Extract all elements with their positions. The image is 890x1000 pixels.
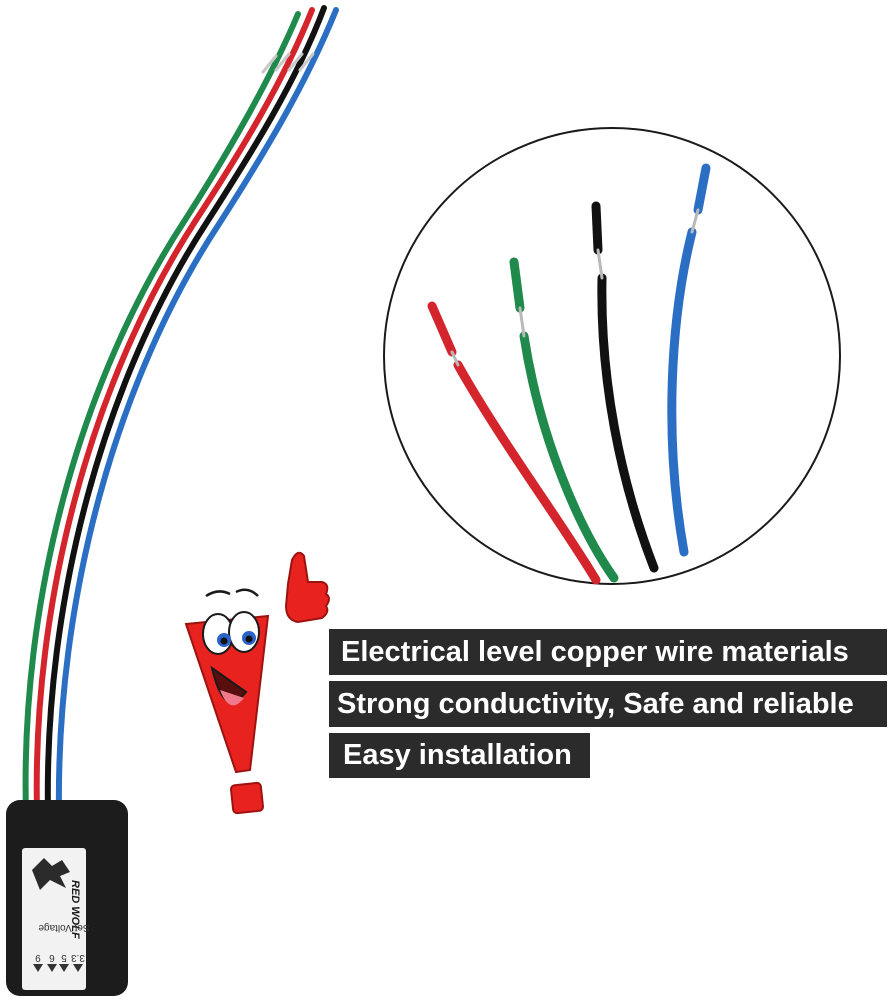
voltage-option: 6: [49, 952, 55, 963]
wire-green: [22, 11, 301, 815]
feature-banner-conductivity: Strong conductivity, Safe and reliable: [329, 681, 887, 727]
wire-black: [44, 5, 327, 815]
voltage-arrows: [33, 964, 83, 972]
zoom-wire-black-tip: [591, 201, 603, 255]
zoom-wire-green: [519, 331, 619, 583]
exclamation-mascot: [184, 551, 330, 815]
wire-tips: [261, 52, 315, 74]
mascot-dot: [230, 781, 264, 815]
zoom-circle: [383, 127, 841, 585]
zoom-wire-blue: [667, 227, 697, 557]
brand-label: RED WOLF: [69, 880, 81, 939]
feature-banner-materials: Electrical level copper wire materials: [329, 629, 887, 675]
zoom-circle-outline: [383, 127, 841, 585]
thumbs-up-icon: [284, 551, 330, 624]
wire-red: [33, 7, 315, 815]
zoom-wire-blue-tip: [693, 163, 711, 215]
wolf-logo-icon: [32, 858, 70, 890]
feature-banner-installation: Easy installation: [329, 733, 590, 778]
zoom-wire-red: [453, 360, 601, 585]
zoom-wire-black: [597, 273, 659, 573]
wire-blue: [55, 7, 339, 815]
voltage-option: 3.3: [71, 952, 85, 963]
mascot-eyebrows: [205, 588, 259, 598]
voltage-module: [6, 800, 128, 996]
voltage-option: 9: [35, 952, 41, 963]
copper-strands: [450, 208, 700, 367]
wire-harness: [22, 5, 339, 815]
zoom-wire-green-tip: [509, 257, 525, 313]
module-heading: Set Voltage: [38, 922, 90, 933]
mascot-eye-right: [228, 611, 260, 653]
voltage-option-list: 9 6 5 3.3: [35, 952, 85, 963]
zoom-wire-red-tip: [427, 301, 457, 357]
voltage-option: 5: [61, 952, 67, 963]
